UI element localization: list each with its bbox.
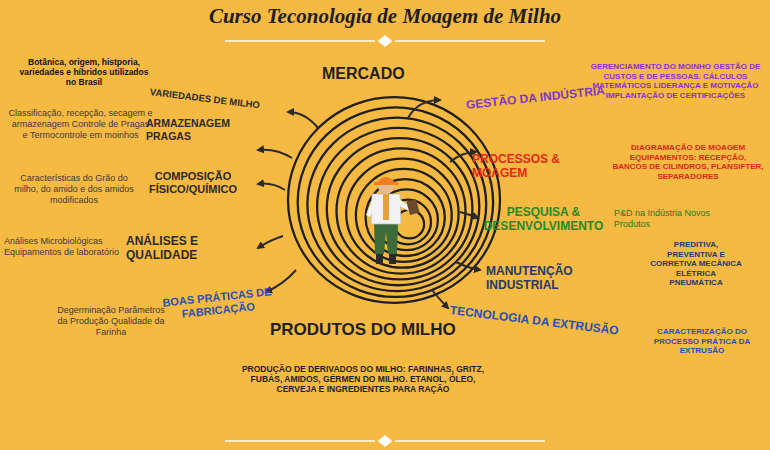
spiral-ring: [366, 179, 445, 256]
topic-text: PRODUÇÃO DE DERIVADOS DO MILHO: FARINHAS…: [238, 364, 488, 395]
spiral-ring: [327, 138, 473, 279]
title: Curso Teconologia de Moagem de Milho: [0, 4, 770, 29]
topic-text: Classificação, recepção, secagem e armaz…: [8, 108, 153, 140]
spiral-ring: [288, 97, 500, 303]
spiral-ring: [356, 169, 452, 262]
arrows: [258, 100, 480, 308]
spiral-ring: [317, 128, 479, 285]
heading: BOAS PRÁTICAS DE FABRICAÇÃO: [159, 285, 277, 323]
spiral-ring: [307, 118, 486, 291]
spiral-ring: [346, 159, 458, 268]
topic-text: Análises Microbiológicas Equipamentos de…: [4, 236, 122, 258]
heading: TECNOLOGIA DA EXTRUSÃO: [449, 303, 619, 338]
heading: ANÁLISES E QUALIDADE: [126, 234, 221, 263]
topic-text: DIAGRAMAÇÃO DE MOAGEM EQUIPAMENTOS: RECE…: [612, 143, 764, 181]
spiral-ring: [337, 148, 466, 273]
heading: ARMAZENAGEM PRAGAS: [146, 117, 241, 142]
heading: PROCESSOS & MOAGEM: [472, 152, 617, 181]
topic-text: CARACTERIZAÇÃO DO PROCESSO PRÁTICA DA EX…: [642, 327, 762, 356]
topic-text: Botânica, origem, histporia, variedades …: [14, 57, 154, 88]
spiral-tunnel: [288, 97, 500, 303]
heading: PRODUTOS DO MILHO: [270, 320, 510, 340]
spiral-ring: [298, 107, 493, 297]
heading: COMPOSIÇÃO FÍSICO/QUÍMICO: [138, 170, 248, 196]
topic-text: Degerminação Parâmetros da Produção Qual…: [52, 305, 170, 337]
topic-text: Características do Grão do milho, do ami…: [10, 173, 138, 205]
worker-figure: [366, 177, 420, 264]
heading: MERCADO: [322, 64, 432, 83]
topic-text: PREDITIVA, PREVENTIVA E CORRETIVA MECÂNI…: [650, 240, 742, 288]
topic-text: P&D na Indústria Novos Produtos: [614, 208, 714, 230]
topic-text: GERENCIAMENTO DO MOINHO GESTÃO DE CUSTOS…: [588, 62, 763, 100]
heading: PESQUISA & DESENVOLVIMENTO: [476, 205, 611, 234]
heading: VARIEDADES DE MILHO: [149, 86, 269, 112]
heading: MANUTENÇÃO INDUSTRIAL: [486, 264, 646, 293]
